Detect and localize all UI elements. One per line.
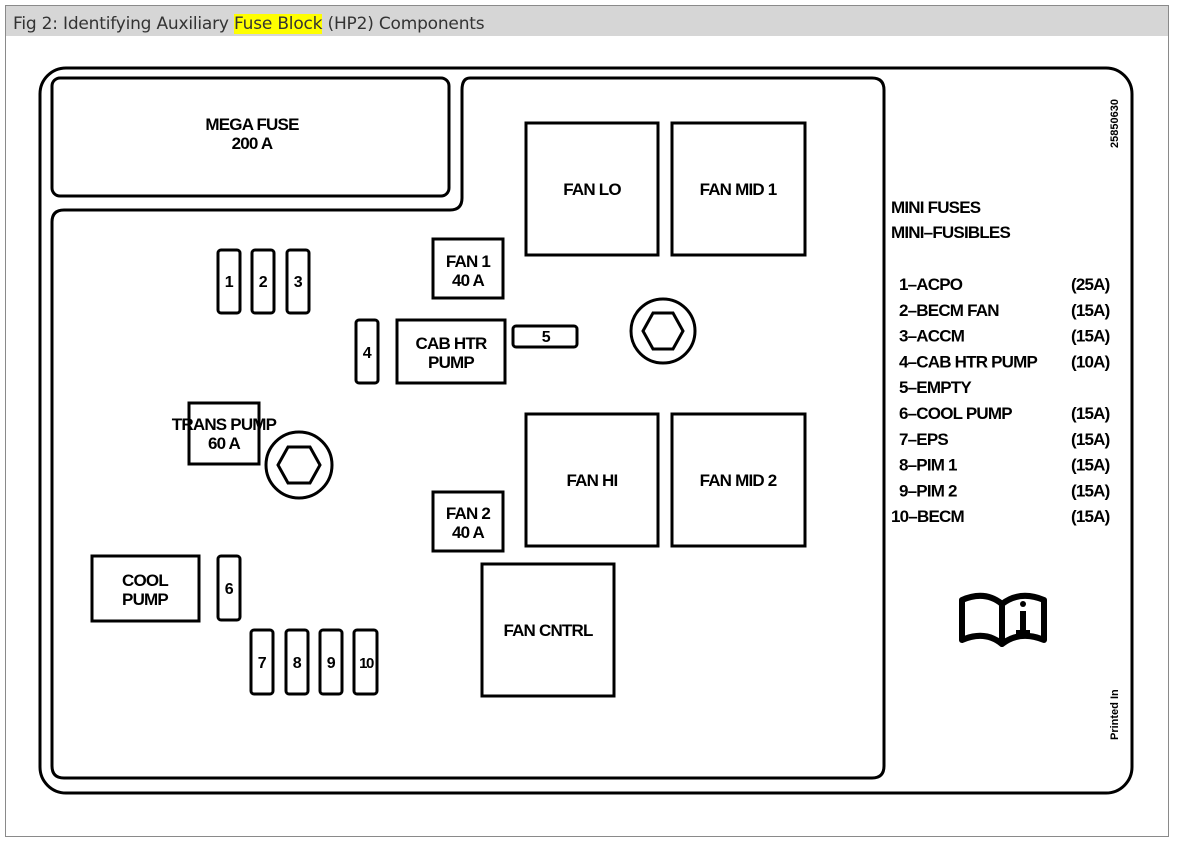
figure-caption: Fig 2: Identifying Auxiliary Fuse Block … bbox=[13, 14, 485, 34]
mini-fuse-7-label: 7 bbox=[258, 655, 267, 672]
mini-fuse-1-label: 1 bbox=[225, 274, 234, 291]
trans-pump-rating: 60 A bbox=[208, 434, 241, 453]
legend-items: 1–ACPO (25A) 2–BECM FAN (15A) 3–ACCM (15A) 4–C… bbox=[891, 275, 1110, 526]
mini-fuse-10 bbox=[352, 628, 379, 696]
trans-pump-fuse bbox=[187, 401, 261, 466]
legend-item-rating: (15A) bbox=[1071, 404, 1110, 423]
cab-htr-label-2: PUMP bbox=[428, 353, 474, 372]
mini-fuse-2 bbox=[250, 248, 276, 315]
fan-mid1-relay bbox=[670, 121, 807, 257]
trans-pump-label: TRANS PUMP bbox=[172, 415, 277, 434]
fan-cntrl-relay bbox=[480, 562, 616, 698]
mini-fuse-7 bbox=[249, 628, 275, 696]
legend: MINI FUSES MINI–FUSIBLES bbox=[891, 198, 1011, 242]
cool-pump-label-2: PUMP bbox=[122, 590, 168, 609]
legend-item-name: 6–COOL PUMP bbox=[899, 404, 1012, 423]
legend-title: MINI FUSES bbox=[891, 198, 981, 217]
main-panel-outline bbox=[50, 76, 886, 780]
legend-item-name: 8–PIM 1 bbox=[899, 456, 957, 475]
fan1-rating: 40 A bbox=[452, 271, 485, 290]
cab-htr-pump-fuse bbox=[395, 318, 507, 385]
mini-fuse-3-label: 3 bbox=[294, 274, 303, 291]
cab-htr-label: CAB HTR bbox=[416, 334, 487, 353]
fan-mid2-label: FAN MID 2 bbox=[700, 471, 777, 490]
mini-fuse-10-label: 10 bbox=[359, 655, 374, 672]
stud-bolt-icon bbox=[264, 430, 334, 500]
legend-item-name: 7–EPS bbox=[899, 430, 948, 449]
legend-title-alt: MINI–FUSIBLES bbox=[891, 223, 1010, 242]
caption-bar bbox=[6, 6, 1168, 36]
stud-bolt-icon bbox=[629, 297, 697, 365]
mini-fuse-9-label: 9 bbox=[327, 655, 336, 672]
legend-item-rating: (15A) bbox=[1071, 456, 1110, 475]
legend-item-name: 5–EMPTY bbox=[899, 378, 972, 397]
fan2-rating: 40 A bbox=[452, 523, 485, 542]
fan1-fuse bbox=[431, 237, 505, 300]
caption-suffix: (HP2) Components bbox=[322, 14, 485, 34]
housing-outline bbox=[38, 66, 1134, 795]
legend-item-rating: (15A) bbox=[1071, 430, 1110, 449]
legend-item-name: 10–BECM bbox=[891, 507, 964, 526]
fan2-fuse bbox=[431, 490, 505, 553]
legend-item-rating: (15A) bbox=[1071, 327, 1110, 346]
legend-item-name: 4–CAB HTR PUMP bbox=[899, 352, 1038, 371]
mini-fuse-6 bbox=[216, 554, 242, 622]
mini-fuse-8 bbox=[284, 628, 310, 696]
fan-lo-label: FAN LO bbox=[563, 180, 621, 199]
fan-cntrl-label: FAN CNTRL bbox=[503, 621, 593, 640]
fan2-label: FAN 2 bbox=[446, 504, 491, 523]
legend-item-name: 9–PIM 2 bbox=[899, 481, 957, 500]
legend-item-rating: (15A) bbox=[1071, 507, 1110, 526]
caption-prefix: Fig 2: Identifying Auxiliary bbox=[13, 14, 234, 34]
fan-mid1-label: FAN MID 1 bbox=[700, 180, 777, 199]
fan-hi-relay bbox=[524, 412, 660, 548]
caption-highlight: Fuse Block bbox=[233, 14, 323, 34]
mini-fuse-4 bbox=[354, 318, 380, 385]
fan-hi-label: FAN HI bbox=[567, 471, 618, 490]
fan-mid2-relay bbox=[670, 412, 807, 548]
legend-item-rating: (10A) bbox=[1071, 352, 1110, 371]
fan-lo-relay bbox=[524, 121, 660, 257]
mini-fuse-5 bbox=[511, 324, 579, 349]
mini-fuse-8-label: 8 bbox=[293, 655, 302, 672]
owner-manual-info-icon bbox=[959, 592, 1047, 647]
legend-item-rating: (25A) bbox=[1071, 275, 1110, 294]
figure-frame bbox=[5, 5, 1169, 837]
legend-item-name: 3–ACCM bbox=[899, 327, 965, 346]
legend-item-rating: (15A) bbox=[1071, 301, 1110, 320]
mini-fuse-5-label: 5 bbox=[542, 329, 551, 346]
legend-item-name: 2–BECM FAN bbox=[899, 301, 999, 320]
mini-fuse-9 bbox=[318, 628, 344, 696]
mini-fuse-6-label: 6 bbox=[225, 581, 234, 598]
mini-fuse-2-label: 2 bbox=[259, 274, 268, 291]
mega-fuse-box bbox=[50, 76, 451, 198]
part-number: 25850630 bbox=[1109, 99, 1121, 148]
fan1-label: FAN 1 bbox=[446, 252, 491, 271]
printed-in-label: Printed In bbox=[1109, 689, 1121, 740]
legend-item-name: 1–ACPO bbox=[899, 275, 963, 294]
mega-fuse-rating: 200 A bbox=[232, 134, 273, 153]
mega-fuse-label: MEGA FUSE bbox=[205, 115, 299, 134]
legend-item-rating: (15A) bbox=[1071, 481, 1110, 500]
cool-pump-fuse bbox=[90, 554, 201, 623]
mini-fuse-3 bbox=[285, 248, 311, 315]
mini-fuse-4-label: 4 bbox=[363, 345, 372, 362]
cool-pump-label: COOL bbox=[122, 571, 168, 590]
mini-fuse-1 bbox=[216, 248, 242, 315]
